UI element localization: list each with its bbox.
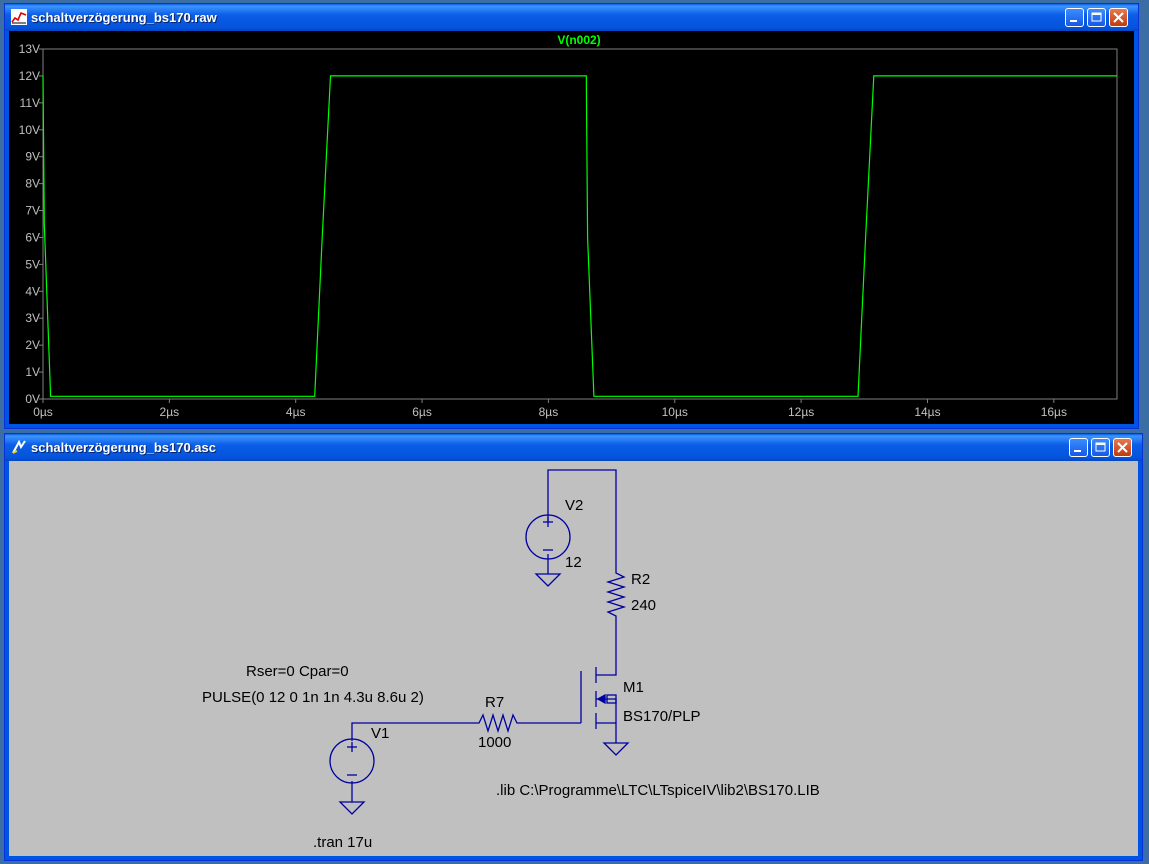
y-tick-label: 6V — [25, 230, 40, 244]
v1-params-label[interactable]: Rser=0 Cpar=0 — [246, 663, 349, 680]
waveform-window[interactable]: schaltverzögerung_bs170.raw V(n002) 0V 1V… — [4, 3, 1139, 429]
y-tick-label: 3V — [25, 311, 40, 325]
v2-value-label[interactable]: 12 — [565, 554, 582, 571]
y-tick-label: 13V — [19, 42, 40, 56]
waveform-plot[interactable]: V(n002) 0V 1V 2V 3V 4V 5V 6V 7V 8V 9V 10V 11V 12V 13V… — [9, 31, 1136, 426]
x-tick-label: 4µs — [286, 405, 306, 419]
y-tick-label: 12V — [19, 69, 40, 83]
waveform-window-title: schaltverzögerung_bs170.raw — [31, 10, 217, 25]
resistor-r2[interactable] — [605, 569, 627, 619]
close-icon — [1113, 12, 1124, 23]
ground-icon — [338, 801, 366, 815]
x-tick-label: 2µs — [160, 405, 180, 419]
ground-icon — [534, 573, 562, 587]
v1-name-label[interactable]: V1 — [371, 725, 389, 742]
r2-name-label[interactable]: R2 — [631, 571, 650, 588]
close-button[interactable] — [1113, 438, 1132, 457]
trace-label[interactable]: V(n002) — [557, 33, 600, 47]
y-tick-label: 7V — [25, 204, 40, 218]
y-tick-label: 10V — [19, 123, 40, 137]
y-tick-label: 5V — [25, 257, 40, 271]
tran-directive[interactable]: .tran 17u — [313, 834, 372, 851]
maximize-icon — [1091, 12, 1102, 22]
x-tick-label: 6µs — [412, 405, 432, 419]
r2-value-label[interactable]: 240 — [631, 597, 656, 614]
minimize-icon — [1070, 20, 1077, 22]
y-tick-label: 0V — [25, 392, 40, 406]
r7-name-label[interactable]: R7 — [485, 694, 504, 711]
x-tick-label: 0µs — [33, 405, 53, 419]
lib-directive[interactable]: .lib C:\Programme\LTC\LTspiceIV\lib2\BS1… — [496, 782, 820, 799]
plot-frame — [42, 48, 1118, 400]
waveform-app-icon — [11, 9, 27, 25]
y-tick-label: 1V — [25, 365, 40, 379]
y-tick-label: 9V — [25, 150, 40, 164]
schematic-window[interactable]: schaltverzögerung_bs170.asc — [4, 433, 1143, 861]
resistor-r7[interactable] — [475, 712, 519, 734]
schematic-title-bar[interactable]: schaltverzögerung_bs170.asc — [5, 434, 1142, 461]
m1-name-label[interactable]: M1 — [623, 679, 644, 696]
voltage-source-v2[interactable] — [525, 514, 571, 560]
m1-model-label[interactable]: BS170/PLP — [623, 708, 701, 725]
minimize-button[interactable] — [1069, 438, 1088, 457]
maximize-button[interactable] — [1087, 8, 1106, 27]
x-tick-label: 16µs — [1041, 405, 1067, 419]
x-tick-label: 12µs — [788, 405, 814, 419]
close-icon — [1117, 442, 1128, 453]
schematic-drawing[interactable]: V2 12 R2 240 M1 BS170/PLP R7 1000 V1 Rse… — [9, 461, 1140, 858]
y-tick-label: 4V — [25, 284, 40, 298]
y-tick-label: 2V — [25, 338, 40, 352]
y-tick-label: 11V — [20, 96, 40, 110]
minimize-icon — [1074, 450, 1081, 452]
close-button[interactable] — [1109, 8, 1128, 27]
mosfet-m1[interactable] — [580, 667, 617, 729]
maximize-icon — [1095, 442, 1106, 452]
voltage-source-v1[interactable] — [329, 738, 375, 784]
y-tick-label: 8V — [25, 177, 40, 191]
r7-value-label[interactable]: 1000 — [478, 734, 511, 751]
x-tick-label: 14µs — [914, 405, 940, 419]
x-tick-label: 10µs — [662, 405, 688, 419]
wires — [351, 469, 617, 802]
schematic-app-icon — [12, 439, 26, 454]
ground-icon — [602, 742, 630, 756]
schematic-window-title: schaltverzögerung_bs170.asc — [31, 440, 216, 455]
waveform-plot-area[interactable]: V(n002) 0V 1V 2V 3V 4V 5V 6V 7V 8V 9V 10V 11V 12V 13V… — [9, 31, 1134, 424]
x-tick-label: 8µs — [539, 405, 559, 419]
v1-pulse-label[interactable]: PULSE(0 12 0 1n 1n 4.3u 8.6u 2) — [202, 689, 424, 706]
minimize-button[interactable] — [1065, 8, 1084, 27]
v2-name-label[interactable]: V2 — [565, 497, 583, 514]
maximize-button[interactable] — [1091, 438, 1110, 457]
schematic-canvas[interactable]: V2 12 R2 240 M1 BS170/PLP R7 1000 V1 Rse… — [9, 461, 1138, 856]
waveform-title-bar[interactable]: schaltverzögerung_bs170.raw — [5, 4, 1138, 31]
trace-v-n002 — [42, 75, 1117, 397]
